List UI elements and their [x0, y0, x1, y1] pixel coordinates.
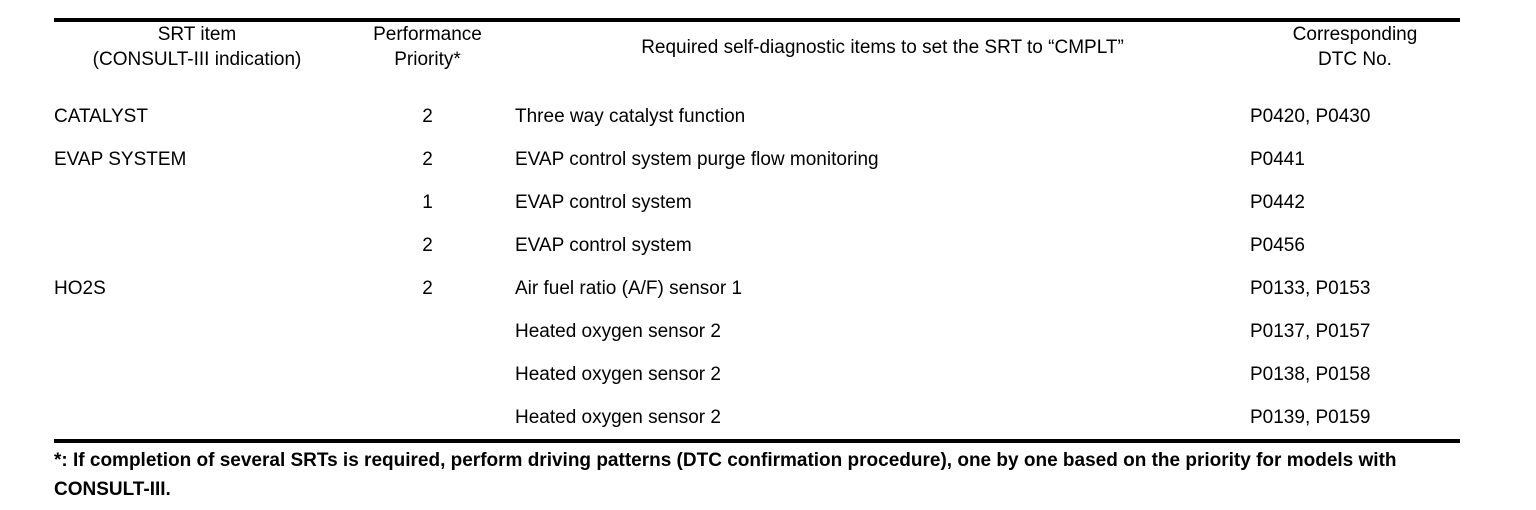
- table-row: Heated oxygen sensor 2 P0139, P0159: [54, 396, 1460, 441]
- column-header-dtc-no: Corresponding DTC No.: [1250, 20, 1460, 95]
- priority-cell: 2: [422, 235, 433, 256]
- column-header-srt-item: SRT item (CONSULT-III indication): [54, 20, 340, 95]
- requirement-cell: EVAP control system: [515, 235, 692, 256]
- table-row: EVAP SYSTEM 2 EVAP control system purge …: [54, 138, 1460, 181]
- column-header-priority-line1: Performance: [373, 24, 482, 45]
- table-row: Heated oxygen sensor 2 P0138, P0158: [54, 353, 1460, 396]
- header-row: SRT item (CONSULT-III indication) Perfor…: [54, 20, 1460, 95]
- priority-cell-merged: 2: [422, 278, 433, 299]
- table-body: CATALYST 2 Three way catalyst function P…: [54, 95, 1460, 441]
- requirement-cell: Three way catalyst function: [515, 106, 746, 127]
- table-row: HO2S 2 Air fuel ratio (A/F) sensor 1 P01…: [54, 267, 1460, 310]
- column-header-priority-line2: Priority*: [394, 49, 461, 70]
- column-header-dtc-line1: Corresponding: [1292, 24, 1418, 45]
- priority-cell: 2: [422, 106, 433, 127]
- dtc-cell: P0420, P0430: [1250, 106, 1371, 127]
- table-footnote: *: If completion of several SRTs is requ…: [54, 450, 1397, 500]
- srt-readiness-table: SRT item (CONSULT-III indication) Perfor…: [54, 18, 1460, 443]
- srt-table-container: SRT item (CONSULT-III indication) Perfor…: [54, 18, 1460, 443]
- table-row: 1 EVAP control system P0442: [54, 181, 1460, 224]
- srt-item-cell-ho2s: HO2S: [54, 278, 106, 299]
- requirement-cell: Heated oxygen sensor 2: [515, 364, 721, 385]
- column-header-performance-priority: Performance Priority*: [340, 20, 515, 95]
- priority-cell: 2: [422, 149, 433, 170]
- priority-cell: 1: [422, 192, 433, 213]
- table-row: CATALYST 2 Three way catalyst function P…: [54, 95, 1460, 138]
- dtc-cell: P0441: [1250, 149, 1305, 170]
- dtc-cell: P0442: [1250, 192, 1305, 213]
- srt-item-cell-catalyst: CATALYST: [54, 106, 148, 127]
- column-header-required-items-line1: Required self-diagnostic items to set th…: [641, 37, 1124, 58]
- requirement-cell: EVAP control system: [515, 192, 692, 213]
- srt-item-cell-evap-system: EVAP SYSTEM: [54, 149, 187, 170]
- column-header-srt-item-line2: (CONSULT-III indication): [92, 49, 302, 70]
- table-row: Heated oxygen sensor 2 P0137, P0157: [54, 310, 1460, 353]
- requirement-cell: Air fuel ratio (A/F) sensor 1: [515, 278, 743, 299]
- dtc-cell: P0138, P0158: [1250, 364, 1371, 385]
- dtc-cell: P0137, P0157: [1250, 321, 1371, 342]
- dtc-cell: P0456: [1250, 235, 1305, 256]
- table-row: 2 EVAP control system P0456: [54, 224, 1460, 267]
- requirement-cell: Heated oxygen sensor 2: [515, 321, 721, 342]
- dtc-cell: P0133, P0153: [1250, 278, 1371, 299]
- requirement-cell: Heated oxygen sensor 2: [515, 407, 721, 428]
- table-header: SRT item (CONSULT-III indication) Perfor…: [54, 20, 1460, 95]
- column-header-required-items: Required self-diagnostic items to set th…: [515, 20, 1250, 95]
- column-header-srt-item-line1: SRT item: [157, 24, 237, 45]
- column-header-dtc-line2: DTC No.: [1318, 49, 1392, 70]
- dtc-cell: P0139, P0159: [1250, 407, 1371, 428]
- requirement-cell: EVAP control system purge flow monitorin…: [515, 149, 879, 170]
